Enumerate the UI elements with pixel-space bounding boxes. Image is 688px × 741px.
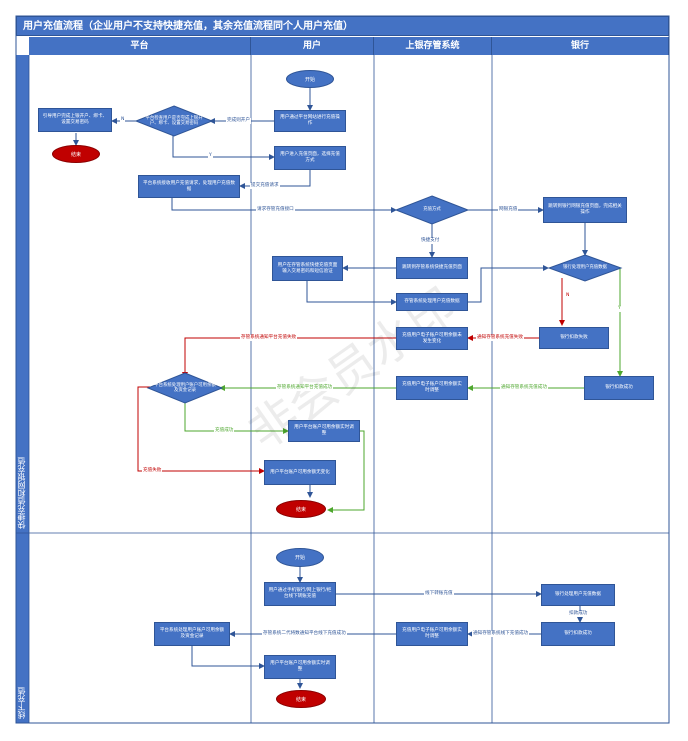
edge-label-offline-notify-depository: 通知存管系统线下充值成功 — [472, 631, 530, 637]
edge-label-deduct-success: 扣款成功 — [568, 611, 589, 617]
node-user-quick-input: 用户在存管系统快捷充值页面输入交易密码和短信验证 — [272, 256, 343, 281]
node-offline-bank-process: 银行处理用户充值数据 — [541, 584, 615, 606]
node-offline-account: 充值用户电子账户可用余额实时调整 — [396, 622, 468, 646]
node-user-recharge: 用户通过平台网站进行充值操作 — [274, 110, 346, 132]
edge-platform-fail — [137, 386, 265, 474]
edge-platform-success — [184, 398, 289, 434]
edge-depository-to-bank — [468, 265, 549, 303]
edge-label-offline-notify-platform: 存管系统二代将数通知平台线下充值成功 — [262, 631, 347, 637]
node-account-fail: 充值用户电子账户可用余额未发生变化 — [396, 327, 468, 350]
edge-check-yes — [172, 133, 275, 160]
decision-check-open-label: 平台检查用户是否完成上银开户、绑卡、设置交易密码 — [145, 115, 203, 126]
edge-label-recharge-success: 充值成功 — [214, 428, 235, 434]
start-node-offline: 开始 — [276, 548, 324, 567]
decision-check-open: 平台检查用户是否完成上银开户、绑卡、设置交易密码 — [142, 110, 206, 132]
node-guide-open: 引导用户完成上银开户、绑卡、设置交易密码 — [38, 108, 112, 132]
decision-method: 充值方式 — [402, 202, 462, 218]
decision-check-open-shape — [134, 105, 214, 137]
edge-label-submit: 提交充值请求 — [250, 183, 280, 189]
edge-label-notify-depository-success: 通知存管系统充值成功 — [500, 385, 548, 391]
lane-header-depository: 上银存管系统 — [374, 37, 492, 55]
edge-label-notify-platform-fail: 存管系统通知平台充值失败 — [240, 335, 298, 341]
decision-bank-label: 银行处理用户充值数据 — [563, 265, 607, 271]
node-offline-transfer: 用户通过手机银行/网上银行/柜台线下转账充值 — [264, 582, 336, 606]
decision-bank: 银行处理用户充值数据 — [553, 262, 617, 274]
edge-label-bank-y: Y — [617, 306, 622, 312]
edge-label-y: Y — [208, 153, 213, 159]
edge-label-bank-n: N — [565, 293, 571, 299]
edge-platform-to-adjust — [191, 646, 265, 669]
edge-label-notify-depository-fail: 通知存管系统充值失败 — [476, 335, 524, 341]
node-offline-platform-adjust: 用户平台账户可用余额实时调整 — [264, 655, 336, 679]
decision-bank-shape — [547, 254, 623, 282]
edge-platform-to-method — [171, 198, 397, 213]
decision-platform-check: 平台系统处理用户账户可用余额及资金记录 — [150, 378, 220, 398]
edge-label-request-api: 请求存管充值接口 — [256, 207, 295, 213]
end-node-guide: 结束 — [52, 145, 100, 163]
decision-method-label: 充值方式 — [423, 207, 441, 213]
end-node-offline: 结束 — [276, 690, 326, 708]
edge-label-completed: 完成则开户 — [226, 118, 251, 124]
edge-label-offline-recharge: 线下转账充值 — [424, 591, 454, 597]
node-offline-bank-success: 银行扣款成功 — [541, 622, 615, 646]
edge-label-quick: 快捷支付 — [420, 238, 441, 244]
edge-bank-yes — [598, 267, 623, 377]
node-quick-page: 跳转到存管系统快捷充值页面 — [396, 257, 468, 279]
node-account-success: 充值用户电子账户可用余额实时调整 — [396, 376, 468, 400]
edge-label-notify-platform-success: 存管系统通知平台充值成功 — [276, 385, 334, 391]
node-platform-receive: 平台系统接收用户充值请求，处理用户充值数据 — [138, 175, 240, 198]
node-no-change: 用户平台账户可用余额无变化 — [264, 460, 336, 485]
node-bank-success: 银行扣款成功 — [584, 376, 654, 400]
edge-user-to-depository — [306, 279, 397, 305]
decision-platform-check-label: 平台系统处理用户账户可用余额及资金记录 — [154, 382, 216, 393]
edge-label-recharge-fail: 充值失败 — [142, 468, 163, 474]
start-node-online: 开始 — [286, 70, 334, 88]
node-platform-adjust: 用户平台账户可用余额实时调整 — [288, 420, 360, 442]
node-user-input: 用户进入充值页面，选择充值方式 — [274, 146, 346, 170]
node-depository-process: 存管系统处理用户充值数据 — [396, 293, 468, 311]
node-offline-platform: 平台系统处理用户账户可用余额及资金记录 — [154, 622, 230, 646]
decision-platform-shape — [146, 372, 224, 404]
edge-label-ebank: 网银充值 — [498, 207, 519, 213]
lane-header-user: 用户 — [251, 37, 374, 55]
diagram-frame — [15, 15, 670, 724]
end-node-online: 结束 — [276, 500, 326, 518]
node-bank-fail: 银行扣款失败 — [539, 327, 609, 349]
node-bank-page: 跳转到银行网银充值页面，完成相关操作 — [543, 197, 627, 223]
edge-depository-fail-to-platform — [182, 337, 396, 378]
lane-header-platform: 平台 — [29, 37, 251, 55]
edge-label-n: N — [120, 117, 126, 123]
decision-method-shape — [394, 195, 470, 225]
